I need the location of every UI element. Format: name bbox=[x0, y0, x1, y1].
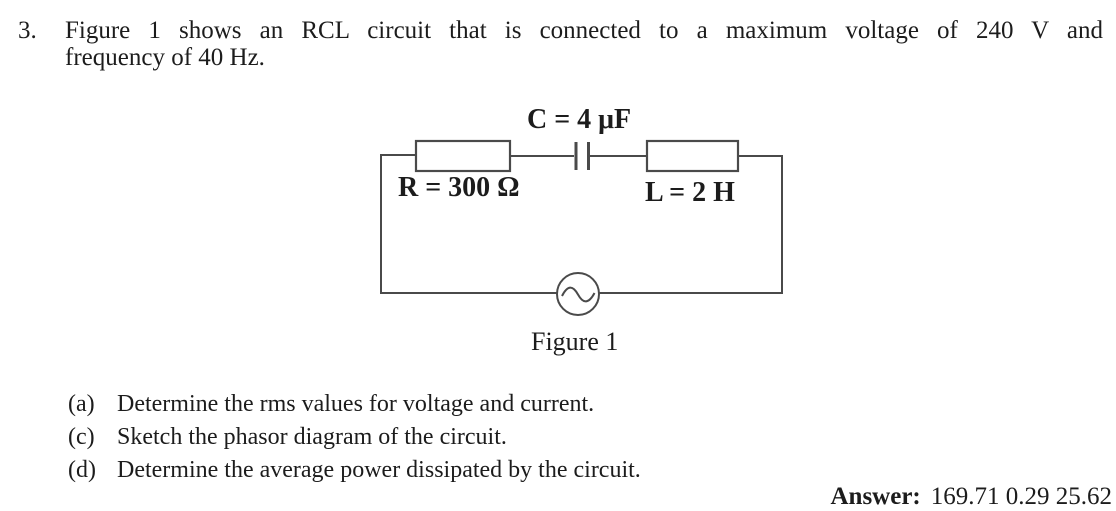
resistor-label: R = 300 Ω bbox=[398, 172, 520, 203]
figure-caption: Figure 1 bbox=[531, 327, 619, 356]
question-d-text: Determine the average power dissipated b… bbox=[117, 457, 641, 483]
statement-line-2: frequency of 40 Hz. bbox=[65, 44, 265, 71]
statement-line-1: Figure 1 shows an RCL circuit that is co… bbox=[65, 17, 1103, 44]
question-a: (a) Determine the rms values for voltage… bbox=[68, 388, 641, 421]
ac-source-circle bbox=[556, 272, 600, 316]
question-d: (d) Determine the average power dissipat… bbox=[68, 454, 641, 487]
question-a-label: (a) bbox=[68, 391, 95, 417]
inductor-label: L = 2 H bbox=[645, 177, 735, 208]
inductor-box bbox=[645, 139, 740, 173]
question-c-label: (c) bbox=[68, 424, 95, 450]
answer-line: Answer:169.71 0.29 25.62 bbox=[830, 483, 1112, 511]
question-list: (a) Determine the rms values for voltage… bbox=[68, 388, 641, 487]
question-c-text: Sketch the phasor diagram of the circuit… bbox=[117, 424, 507, 450]
question-a-text: Determine the rms values for voltage and… bbox=[117, 391, 595, 417]
capacitor-label: C = 4 μF bbox=[527, 104, 632, 135]
resistor-box bbox=[414, 139, 512, 173]
question-d-label: (d) bbox=[68, 457, 96, 483]
problem-statement: Figure 1 shows an RCL circuit that is co… bbox=[65, 17, 1103, 71]
question-c: (c) Sketch the phasor diagram of the cir… bbox=[68, 421, 641, 454]
sine-wave-icon bbox=[561, 286, 596, 303]
problem-number: 3. bbox=[18, 17, 37, 44]
